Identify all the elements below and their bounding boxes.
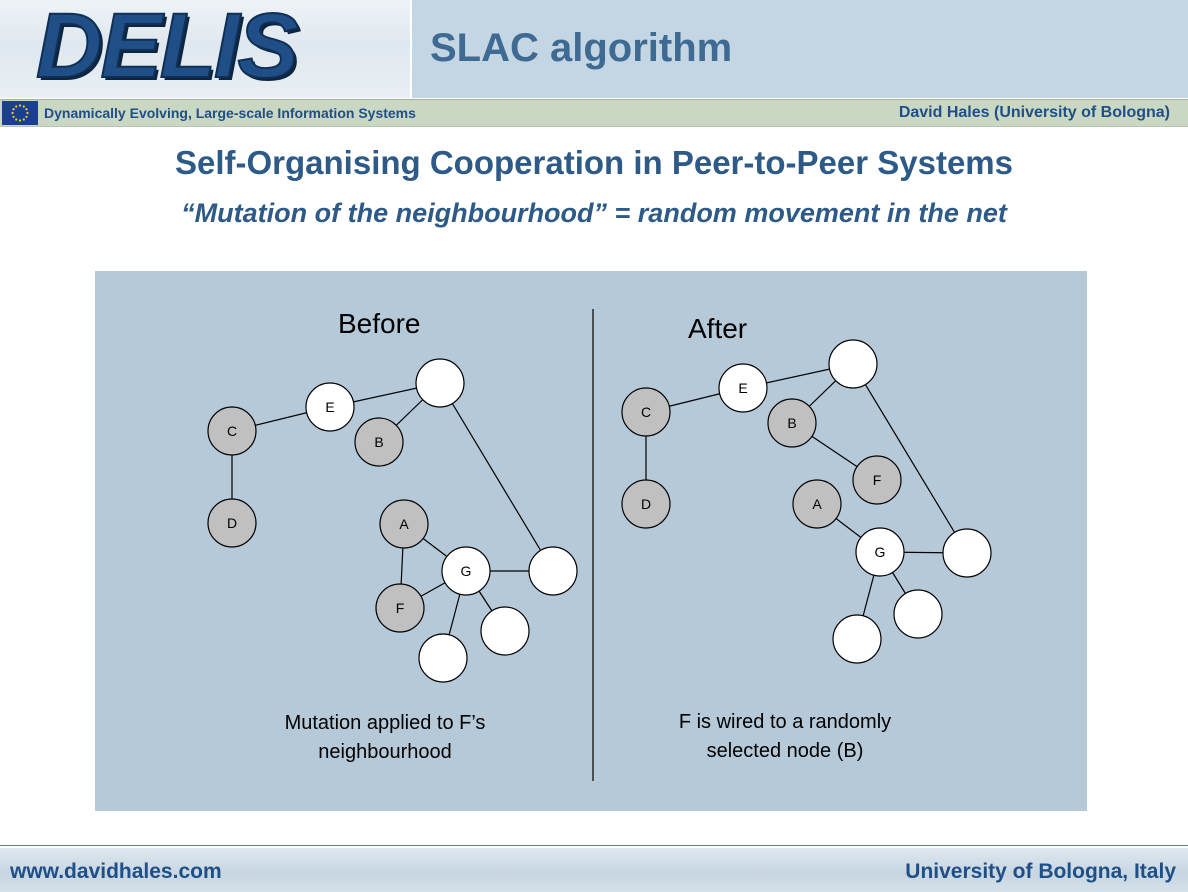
footer: www.davidhales.com University of Bologna…: [0, 848, 1188, 892]
node-label: F: [396, 600, 405, 616]
node-d: D: [207, 498, 257, 548]
after-graph: C D E B F A: [621, 313, 992, 762]
before-caption-line1: Mutation applied to F’s: [285, 712, 486, 734]
eu-flag-icon: [2, 101, 38, 125]
node-unlabeled: [418, 633, 468, 683]
network-diagram: C D E B A G: [207, 308, 992, 781]
node-label: C: [227, 423, 237, 439]
diagram-panel: C D E B A G: [95, 271, 1087, 811]
node-c: C: [621, 387, 671, 437]
node-b: B: [767, 398, 817, 448]
edge: [439, 382, 554, 572]
node-label: E: [325, 399, 334, 415]
delis-logo: DELIS: [0, 0, 410, 98]
node-label: A: [812, 496, 822, 512]
node-a: A: [792, 479, 842, 529]
node-label: A: [399, 516, 409, 532]
node-unlabeled: [828, 339, 878, 389]
after-caption-line2: selected node (B): [707, 740, 864, 762]
after-caption-line1: F is wired to a randomly: [679, 711, 891, 733]
node-f: F: [375, 583, 425, 633]
footer-divider: [0, 845, 1188, 846]
footer-institution: University of Bologna, Italy: [905, 860, 1176, 883]
header-strip: Dynamically Evolving, Large-scale Inform…: [0, 99, 1188, 127]
before-graph: C D E B A G: [207, 308, 578, 763]
node-unlabeled: [942, 528, 992, 578]
node-unlabeled: [832, 614, 882, 664]
delis-logo-text: DELIS: [35, 0, 300, 98]
node-a: A: [379, 499, 429, 549]
node-b: B: [354, 417, 404, 467]
node-e: E: [305, 382, 355, 432]
node-unlabeled: [480, 606, 530, 656]
node-unlabeled: [893, 589, 943, 639]
author-credit: David Hales (University of Bologna): [898, 104, 1170, 121]
node-label: C: [641, 404, 651, 420]
node-label: F: [873, 472, 882, 488]
main-heading: Self-Organising Cooperation in Peer-to-P…: [174, 144, 1014, 181]
node-label: D: [227, 515, 237, 531]
sub-heading: “Mutation of the neighbourhood” = random…: [181, 198, 1007, 228]
edge: [852, 363, 968, 554]
node-unlabeled: [415, 358, 465, 408]
node-c: C: [207, 406, 257, 456]
before-caption-line2: neighbourhood: [318, 741, 451, 763]
node-label: D: [641, 496, 651, 512]
tagline: Dynamically Evolving, Large-scale Inform…: [44, 105, 416, 121]
node-f: F: [852, 455, 902, 505]
node-label: E: [738, 380, 747, 396]
node-unlabeled: [528, 546, 578, 596]
node-label: G: [875, 544, 886, 560]
node-label: B: [374, 434, 383, 450]
node-label: B: [787, 415, 796, 431]
title-bar: SLAC algorithm: [412, 0, 1188, 98]
node-label: G: [461, 563, 472, 579]
node-d: D: [621, 479, 671, 529]
node-e: E: [718, 363, 768, 413]
before-label: Before: [338, 308, 421, 339]
after-label: After: [688, 313, 747, 344]
footer-website: www.davidhales.com: [10, 860, 222, 883]
slide-title: SLAC algorithm: [430, 26, 733, 70]
node-g: G: [441, 546, 491, 596]
node-g: G: [855, 527, 905, 577]
